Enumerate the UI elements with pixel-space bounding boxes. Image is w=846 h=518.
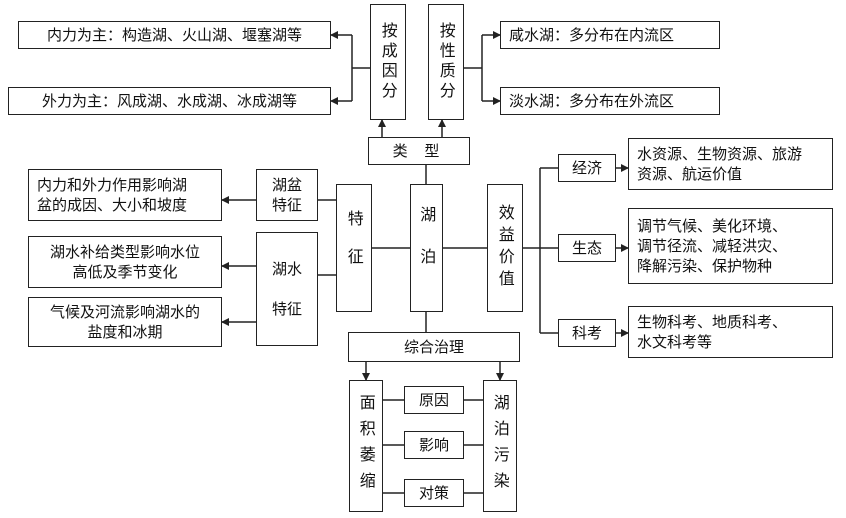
- by-property-box: 按性质分: [428, 4, 464, 120]
- water-feature-label: 湖水 特征: [271, 259, 302, 319]
- cause-label: 原因: [418, 390, 449, 409]
- water-desc1-text: 湖水补给类型影响水位 高低及季节变化: [49, 242, 200, 281]
- pollution-label: 湖泊污染: [490, 394, 510, 498]
- features-box: 特征: [336, 184, 372, 312]
- science-desc-box: 生物科考、地质科考、 水文科考等: [628, 306, 833, 358]
- features-label: 特征: [344, 210, 364, 286]
- impact-box: 影响: [404, 431, 464, 459]
- pollution-box: 湖泊污染: [483, 380, 517, 512]
- benefits-box: 效益价值: [487, 184, 523, 312]
- lake-center-box: 湖泊: [410, 184, 443, 312]
- economy-label: 经济: [571, 158, 602, 177]
- water-desc2-box: 气候及河流影响湖水的 盐度和冰期: [28, 297, 222, 347]
- economy-desc-text: 水资源、生物资源、旅游 资源、航运价值: [637, 144, 803, 183]
- ecology-box: 生态: [558, 234, 616, 262]
- by-property-label: 按性质分: [436, 22, 456, 102]
- ecology-desc-box: 调节气候、美化环境、 调节径流、减轻洪灾、 降解污染、保护物种: [628, 208, 833, 284]
- external-force-box: 外力为主：风成湖、水成湖、冰成湖等: [8, 87, 331, 115]
- science-desc-text: 生物科考、地质科考、 水文科考等: [637, 312, 788, 351]
- water-desc2-text: 气候及河流影响湖水的 盐度和冰期: [49, 302, 200, 341]
- governance-box: 综合治理: [348, 332, 520, 362]
- cause-box: 原因: [404, 386, 464, 414]
- salt-lake-text: 咸水湖：多分布在内流区: [509, 25, 675, 44]
- external-force-text: 外力为主：风成湖、水成湖、冰成湖等: [41, 91, 297, 110]
- economy-box: 经济: [558, 154, 616, 182]
- ecology-label: 生态: [571, 238, 602, 257]
- basin-desc-box: 内力和外力作用影响湖 盆的成因、大小和坡度: [28, 169, 222, 221]
- measure-box: 对策: [404, 479, 464, 507]
- impact-label: 影响: [418, 435, 449, 454]
- type-box: 类 型: [368, 137, 470, 165]
- fresh-lake-box: 淡水湖：多分布在外流区: [500, 87, 720, 115]
- benefits-label: 效益价值: [495, 204, 515, 292]
- ecology-desc-text: 调节气候、美化环境、 调节径流、减轻洪灾、 降解污染、保护物种: [637, 216, 788, 276]
- internal-force-box: 内力为主：构造湖、火山湖、堰塞湖等: [18, 21, 331, 49]
- by-cause-box: 按成因分: [370, 4, 406, 120]
- basin-desc-text: 内力和外力作用影响湖 盆的成因、大小和坡度: [37, 175, 188, 214]
- area-shrink-label: 面积萎缩: [356, 394, 376, 498]
- lake-center-label: 湖泊: [417, 206, 437, 290]
- water-desc1-box: 湖水补给类型影响水位 高低及季节变化: [28, 236, 222, 288]
- basin-feature-box: 湖盆 特征: [256, 169, 318, 221]
- type-label: 类 型: [392, 141, 446, 160]
- salt-lake-box: 咸水湖：多分布在内流区: [500, 21, 720, 49]
- science-box: 科考: [558, 319, 616, 347]
- economy-desc-box: 水资源、生物资源、旅游 资源、航运价值: [628, 138, 833, 190]
- measure-label: 对策: [418, 483, 449, 502]
- area-shrink-box: 面积萎缩: [349, 380, 383, 512]
- science-label: 科考: [571, 323, 602, 342]
- water-feature-box: 湖水 特征: [256, 232, 318, 346]
- internal-force-text: 内力为主：构造湖、火山湖、堰塞湖等: [46, 25, 302, 44]
- governance-label: 综合治理: [403, 337, 464, 356]
- by-cause-label: 按成因分: [378, 22, 398, 102]
- fresh-lake-text: 淡水湖：多分布在外流区: [509, 91, 675, 110]
- basin-feature-label: 湖盆 特征: [271, 175, 302, 214]
